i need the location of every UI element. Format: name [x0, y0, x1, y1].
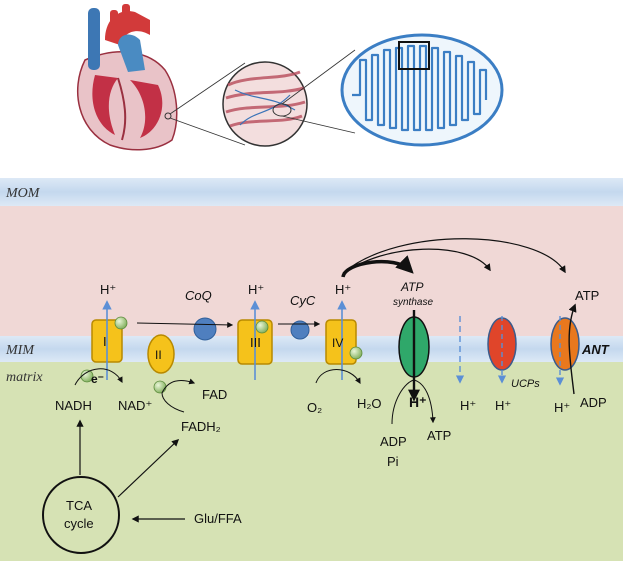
complex-iv: IV [325, 300, 363, 380]
ant-label: ANT [581, 342, 610, 357]
nad-plus-label: NAD⁺ [118, 398, 152, 413]
h-plus-complex-i: H⁺ [100, 282, 116, 297]
complex-i: I [80, 300, 128, 383]
electron-label: e⁻ [91, 372, 104, 386]
ucp-channel [487, 316, 517, 384]
oxygen-reduction-arrow [315, 369, 361, 385]
electron-flow-arrow [136, 321, 234, 328]
zoom-line [281, 49, 356, 105]
nadh-oxidation-arrow [74, 368, 123, 386]
mom-label: MOM [5, 186, 41, 201]
proton-to-ant-arrow [342, 238, 566, 274]
cyc-carrier [290, 320, 310, 340]
h-plus-atp-synthase: H⁺ [409, 394, 427, 410]
fadh2-label: FADH₂ [181, 419, 221, 434]
fad-reduction-arrow [161, 378, 196, 394]
adp-ant: ADP [580, 395, 607, 410]
fad-label: FAD [202, 387, 227, 402]
h-plus-ucp: H⁺ [495, 398, 511, 413]
fadh2-link [161, 392, 185, 413]
atp-synthase-label-2: synthase [393, 297, 433, 308]
tca-label-2: cycle [64, 516, 94, 531]
proton-to-ucp-arrow [342, 248, 491, 276]
complex-ii-label: II [155, 348, 162, 362]
adp-label: ADP [380, 434, 407, 449]
electron-carrier-ball [80, 369, 94, 383]
matrix-region [0, 362, 623, 561]
tca-label-1: TCA [66, 498, 92, 513]
ant-transporter [550, 303, 580, 395]
outer-membrane-band [0, 178, 623, 206]
electron-carrier-ball [114, 316, 128, 330]
complex-iv-label: IV [332, 336, 343, 350]
cyc-label: CyC [290, 293, 316, 308]
matrix-label: matrix [6, 370, 43, 385]
mitochondrion-illustration [340, 33, 504, 147]
zoom-line [169, 62, 246, 115]
tca-to-fadh2-arrow [117, 439, 180, 498]
complex-ii: II [147, 334, 175, 394]
nadh-label: NADH [55, 398, 92, 413]
h2o-label: H₂O [357, 396, 382, 411]
complex-iii: III [237, 300, 273, 380]
zoom-line [169, 117, 246, 146]
complex-i-label: I [103, 334, 107, 349]
zoom-line [281, 115, 356, 134]
atp-synthase [398, 310, 430, 402]
mim-label: MIM [5, 343, 35, 358]
atp-synthase-label-1: ATP [400, 280, 423, 294]
h-plus-complex-iv: H⁺ [335, 282, 351, 297]
coq-carrier [193, 317, 217, 341]
complex-iii-label: III [250, 335, 261, 350]
coq-label: CoQ [185, 288, 212, 303]
tca-cycle: TCA cycle [42, 476, 120, 554]
ucps-label: UCPs [511, 378, 540, 390]
o2-label: O₂ [307, 400, 322, 415]
h-plus-complex-iii: H⁺ [248, 282, 264, 297]
h-plus-leak: H⁺ [460, 398, 476, 413]
electron-carrier-ball [255, 320, 269, 334]
electron-carrier-ball [153, 380, 167, 394]
glu-ffa-label: Glu/FFA [194, 511, 242, 526]
atp-exported: ATP [575, 288, 599, 303]
heart-illustration [77, 4, 178, 151]
atp-label: ATP [427, 428, 451, 443]
atp-export-arrow [568, 303, 577, 395]
cardiac-tissue-illustration [222, 61, 308, 147]
electron-carrier-ball [349, 346, 363, 360]
pi-label: Pi [387, 454, 399, 469]
intermembrane-space [0, 206, 623, 336]
h-plus-ant: H⁺ [554, 400, 570, 415]
atp-synthesis-arrow [391, 379, 436, 425]
